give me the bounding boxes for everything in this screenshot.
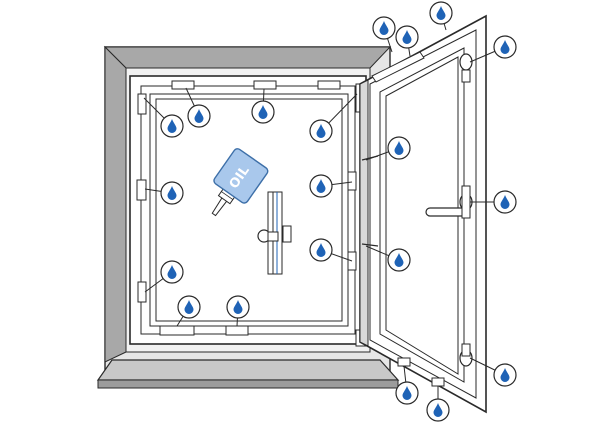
window-sill <box>96 359 400 389</box>
oil-drop-icon <box>395 381 419 405</box>
sill-top <box>96 359 400 381</box>
oil-drop-shape <box>379 21 389 35</box>
sash-glass-outer <box>379 47 465 383</box>
left-keeper-top <box>137 93 147 115</box>
oil-drop-icon <box>226 295 250 319</box>
sash-glass-inner <box>385 56 459 375</box>
right-keeper-top <box>347 171 357 191</box>
top-keeper-right <box>317 80 341 90</box>
oil-drop-shape <box>167 186 177 201</box>
oil-drop-icon <box>387 248 411 272</box>
oil-drop-shape <box>167 119 177 133</box>
oil-drop-shape <box>402 30 412 44</box>
oil-drop-shape <box>316 179 326 193</box>
window-frame <box>129 75 367 345</box>
top-keeper-left <box>171 80 195 90</box>
oil-drop-shape <box>316 243 326 257</box>
oil-drop-icon <box>309 119 333 143</box>
top-keeper-center <box>253 80 277 90</box>
sash-hinge-pin-top <box>461 69 471 83</box>
oil-drop-shape <box>316 124 326 138</box>
oil-drop-shape <box>194 109 204 123</box>
wall-top-face <box>103 46 392 69</box>
oil-drop-shape <box>394 141 404 156</box>
oil-bottle: OIL <box>211 148 269 217</box>
frame-inner <box>149 93 349 327</box>
frame-groove <box>155 98 343 322</box>
oil-drop-shape <box>167 265 177 279</box>
oil-drop-icon <box>309 238 333 262</box>
oil-drop-icon <box>187 104 211 128</box>
oil-drop-icon <box>493 363 517 387</box>
oil-drop-icon <box>493 35 517 59</box>
oil-bottle-cap-rib <box>221 191 234 200</box>
oil-drop-icon <box>177 295 201 319</box>
oil-drop-icon <box>160 181 184 205</box>
left-keeper-middle <box>136 179 147 201</box>
sash-hinge-pin-middle <box>461 185 471 219</box>
open-sash <box>359 14 487 414</box>
wall-left-face <box>104 45 127 363</box>
oil-drop-icon <box>160 260 184 284</box>
oil-drop-shape <box>436 6 446 20</box>
oil-drop-shape <box>500 195 510 210</box>
oil-drop-icon <box>395 25 419 49</box>
sill-front <box>97 379 399 389</box>
oil-drop-shape <box>433 403 443 417</box>
bottom-keeper-right <box>225 325 249 336</box>
oil-drop-shape <box>184 300 194 314</box>
oil-drop-shape <box>402 386 412 401</box>
lock-bracket <box>282 225 292 243</box>
sash-side-face <box>359 79 369 347</box>
sash-bottom-tab-1 <box>397 357 411 367</box>
oil-drop-shape <box>233 300 243 314</box>
sash-hinge-pin-bottom <box>461 343 471 357</box>
oil-drop-shape <box>500 40 510 54</box>
lubrication-points <box>160 1 517 422</box>
oil-drop-shape <box>394 253 404 267</box>
oil-drop-icon <box>160 114 184 138</box>
oil-drop-icon <box>372 16 396 40</box>
frame-outer <box>129 75 367 345</box>
oil-drop-icon <box>251 100 275 124</box>
sash-frame-inner <box>369 29 477 399</box>
sash-bottom-tab-2 <box>431 377 445 387</box>
oil-drop-shape <box>500 368 510 383</box>
oil-drop-shape <box>258 105 268 119</box>
lock-mechanism <box>257 191 292 275</box>
oil-drop-icon <box>309 174 333 198</box>
oil-drop-icon <box>493 190 517 214</box>
bottom-keeper-left <box>159 325 195 336</box>
left-keeper-bottom <box>137 281 147 303</box>
sash-top-hinge-slab <box>371 51 425 83</box>
oil-drop-icon <box>429 1 453 25</box>
oil-bottle-body <box>213 148 269 204</box>
lock-pin-shaft <box>267 231 279 242</box>
oil-drop-icon <box>387 136 411 160</box>
sash-keeper-2 <box>361 243 379 247</box>
oil-drop-icon <box>426 398 450 422</box>
